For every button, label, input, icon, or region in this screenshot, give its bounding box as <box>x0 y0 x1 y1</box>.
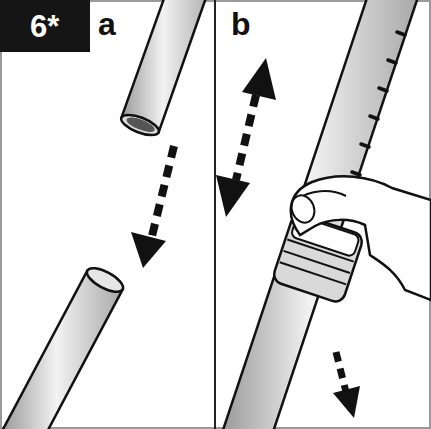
step-number: 6* <box>30 11 90 42</box>
step-badge: 6* <box>0 0 90 52</box>
release-collar <box>272 212 365 304</box>
adjust-arrow <box>216 58 276 217</box>
insert-arrow <box>131 146 174 268</box>
panel-letter: a <box>96 8 118 40</box>
lower-tube <box>2 264 126 429</box>
panel-letter: b <box>229 8 253 40</box>
divider <box>214 0 216 429</box>
upper-tube <box>119 0 214 139</box>
slide-arrow <box>333 352 360 418</box>
hand <box>288 176 431 300</box>
